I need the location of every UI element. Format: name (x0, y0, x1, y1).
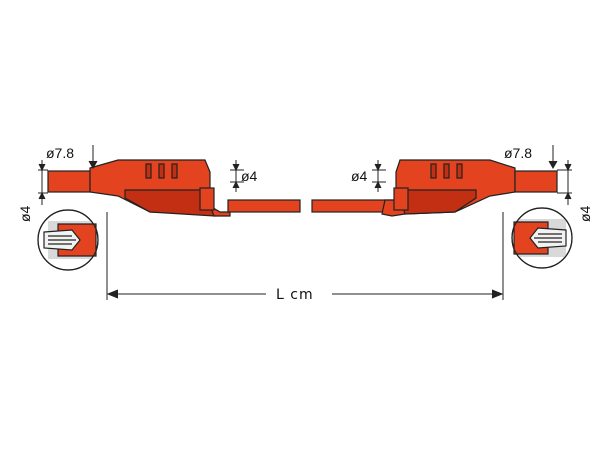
dimension-annotations (38, 145, 572, 300)
left-plug-grip (145, 163, 178, 179)
left-plug-detail (37, 209, 99, 271)
left-plug (47, 159, 301, 217)
left-pin-diameter-label: ø4 (17, 205, 33, 222)
right-cable (311, 199, 393, 213)
right-pin-diameter-label: ø4 (577, 205, 593, 222)
right-body-diameter-label: ø7.8 (504, 145, 532, 161)
right-plug (311, 159, 558, 217)
left-cable-diameter-label: ø4 (241, 168, 258, 184)
left-body-diameter-label: ø7.8 (46, 145, 74, 161)
right-plug-detail (511, 207, 573, 269)
right-plug-pin (514, 170, 558, 193)
left-cable (227, 199, 301, 213)
right-cable-diameter-label: ø4 (351, 168, 368, 184)
length-label: L cm (276, 287, 314, 303)
left-plug-pin (47, 170, 91, 193)
right-plug-grip (430, 163, 463, 179)
